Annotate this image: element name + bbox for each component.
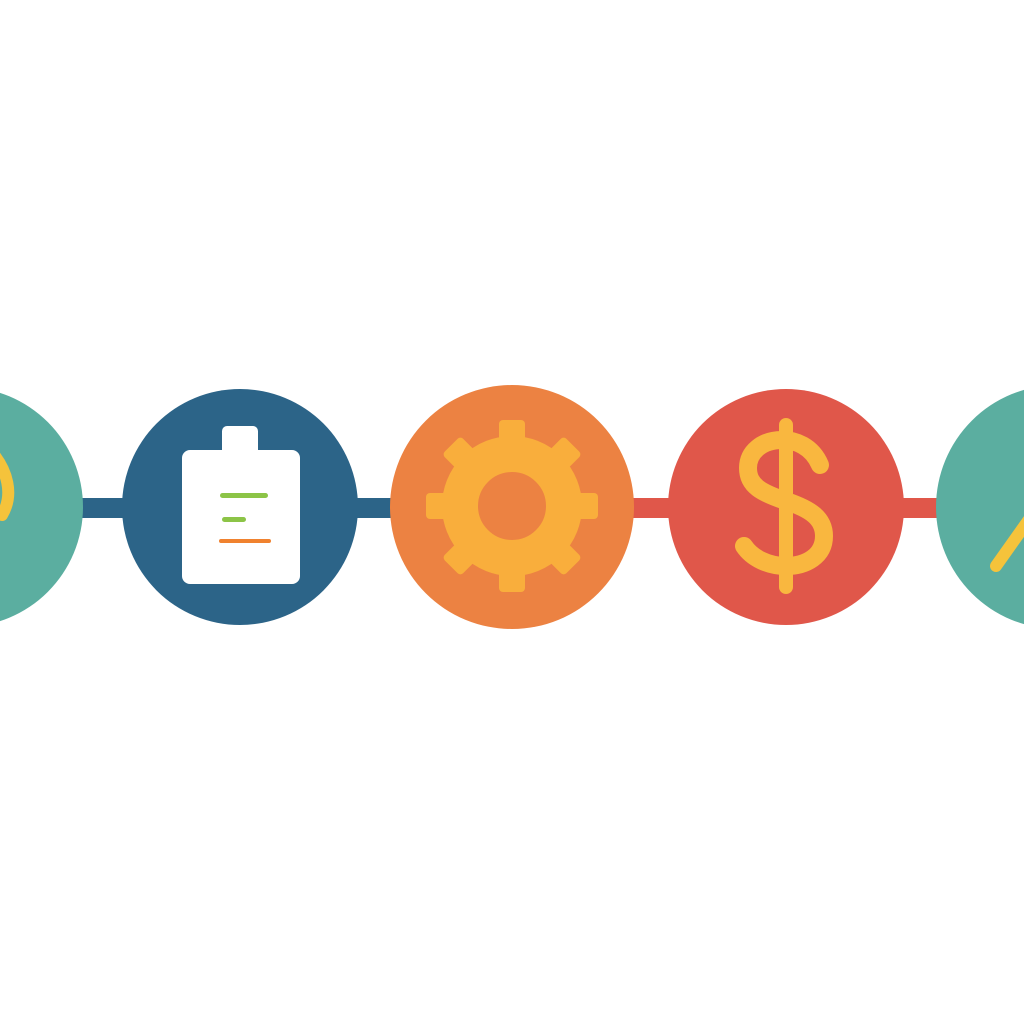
gear-body [442,436,582,576]
step-gear [390,385,634,629]
step-partial-left [0,392,83,622]
gear-icon [426,420,598,592]
connector-line [78,498,128,518]
growth-arrow-icon [990,516,1024,572]
step-clipboard [122,389,358,625]
connector-line [354,498,396,518]
dollar-icon [735,418,833,594]
step-circle [0,392,83,622]
connector-line [898,498,942,518]
clipboard-line [219,539,271,543]
step-partial-right [936,389,1024,625]
clipboard-line [220,493,268,498]
clipboard-icon [182,426,300,584]
step-circle [936,389,1024,625]
chart-icon [0,452,15,521]
connector-line [630,498,674,518]
step-dollar [668,389,904,625]
clipboard-line [222,517,246,522]
